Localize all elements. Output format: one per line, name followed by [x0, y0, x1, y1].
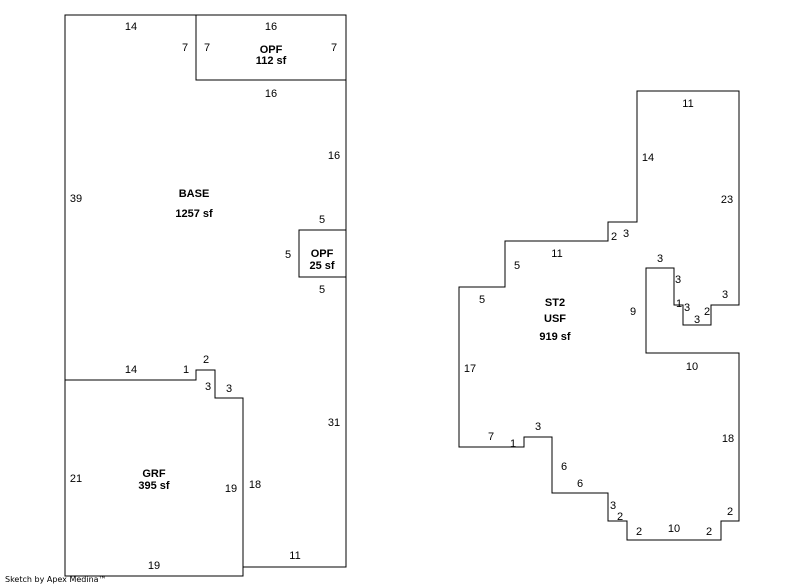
opf-top-section: OPF 112 sf 16 7 7 7 16 — [182, 15, 346, 100]
opf-top-outline — [195, 15, 346, 81]
opf-side-dim-left: 5 — [285, 249, 291, 261]
base-section: BASE 1257 sf 14 39 16 31 11 18 — [64, 14, 347, 577]
st2-dim-24: 3 — [657, 253, 663, 265]
st2-dim-5: 3 — [623, 228, 629, 240]
st2-dim-16: 2 — [617, 511, 623, 523]
st2-dim-2: 14 — [642, 152, 654, 164]
base-dim-right-lower: 31 — [328, 417, 340, 429]
st2-dim-27: 3 — [684, 302, 690, 314]
base-dim-bottom: 11 — [289, 550, 300, 562]
opf-side-section: OPF 25 sf 5 5 5 — [285, 214, 347, 296]
opf-top-dim-outer-left: 7 — [182, 42, 188, 54]
st2-outline — [458, 90, 740, 541]
st2-dim-25: 3 — [675, 274, 681, 286]
grf-dim-right: 19 — [225, 483, 237, 495]
grf-dim-step-b: 2 — [203, 354, 209, 366]
st2-dim-20: 2 — [727, 506, 733, 518]
st2-dim-9: 17 — [464, 363, 476, 375]
st2-dim-11: 1 — [510, 438, 516, 450]
opf-side-label: OPF — [311, 248, 334, 260]
base-dim-top: 14 — [125, 21, 137, 33]
st2-dim-8: 5 — [479, 294, 485, 306]
grf-dim-bottom: 19 — [148, 560, 160, 572]
st2-dim-12: 3 — [535, 421, 541, 433]
base-dim-inner: 18 — [249, 479, 261, 491]
grf-label: GRF — [142, 468, 166, 480]
st2-dim-28: 3 — [694, 314, 700, 326]
st2-dim-29: 2 — [704, 306, 710, 318]
opf-side-area: 25 sf — [309, 260, 334, 272]
opf-top-label: OPF — [260, 44, 283, 56]
st2-dim-10: 7 — [488, 431, 494, 443]
st2-dim-15: 3 — [610, 500, 616, 512]
base-outline — [64, 14, 347, 577]
grf-dim-top: 14 — [125, 364, 137, 376]
st2-dim-13: 6 — [561, 461, 567, 473]
opf-top-area: 112 sf — [256, 55, 287, 67]
st2-dim-1: 11 — [682, 98, 693, 110]
grf-dim-left: 21 — [70, 473, 82, 485]
base-area: 1257 sf — [175, 208, 213, 220]
st2-dim-6: 11 — [551, 248, 562, 260]
st2-dim-17: 2 — [636, 526, 642, 538]
opf-side-dim-bottom: 5 — [319, 284, 325, 296]
st2-dim-14: 6 — [577, 478, 583, 490]
opf-top-dim-inner-left: 7 — [204, 42, 210, 54]
grf-dim-step-a: 1 — [183, 364, 189, 376]
grf-area: 395 sf — [138, 480, 170, 492]
st2-dim-26: 1 — [676, 298, 682, 310]
st2-dim-7: 5 — [514, 260, 520, 272]
grf-section: GRF 395 sf 14 1 2 3 3 21 19 19 — [65, 354, 244, 576]
grf-dim-step-d: 3 — [226, 383, 232, 395]
base-label: BASE — [179, 188, 210, 200]
st2-dim-19: 2 — [706, 526, 712, 538]
st2-dim-21: 18 — [722, 433, 734, 445]
st2-dim-22: 10 — [686, 361, 698, 373]
st2-dim-23: 9 — [630, 306, 636, 318]
opf-top-dim-top: 16 — [265, 21, 277, 33]
st2-dim-30: 3 — [722, 289, 728, 301]
st2-area: 919 sf — [539, 331, 571, 343]
opf-top-dim-bottom: 16 — [265, 88, 277, 100]
st2-sublabel: USF — [544, 313, 566, 325]
sketch-credit: Sketch by Apex Medina™ — [5, 575, 107, 584]
grf-outline — [65, 369, 244, 576]
base-dim-left: 39 — [70, 193, 82, 205]
st2-dim-18: 10 — [668, 523, 680, 535]
opf-top-dim-right: 7 — [331, 42, 337, 54]
st2-dim-4: 2 — [611, 231, 617, 243]
st2-label: ST2 — [545, 297, 565, 309]
st2-section: ST2 USF 919 sf 11 14 23 2 3 11 5 5 17 7 … — [458, 90, 740, 541]
st2-dim-3: 23 — [721, 194, 733, 206]
opf-side-outline — [298, 229, 347, 278]
grf-dim-step-c: 3 — [205, 381, 211, 393]
base-dim-right-upper: 16 — [328, 150, 340, 162]
opf-side-dim-top: 5 — [319, 214, 325, 226]
